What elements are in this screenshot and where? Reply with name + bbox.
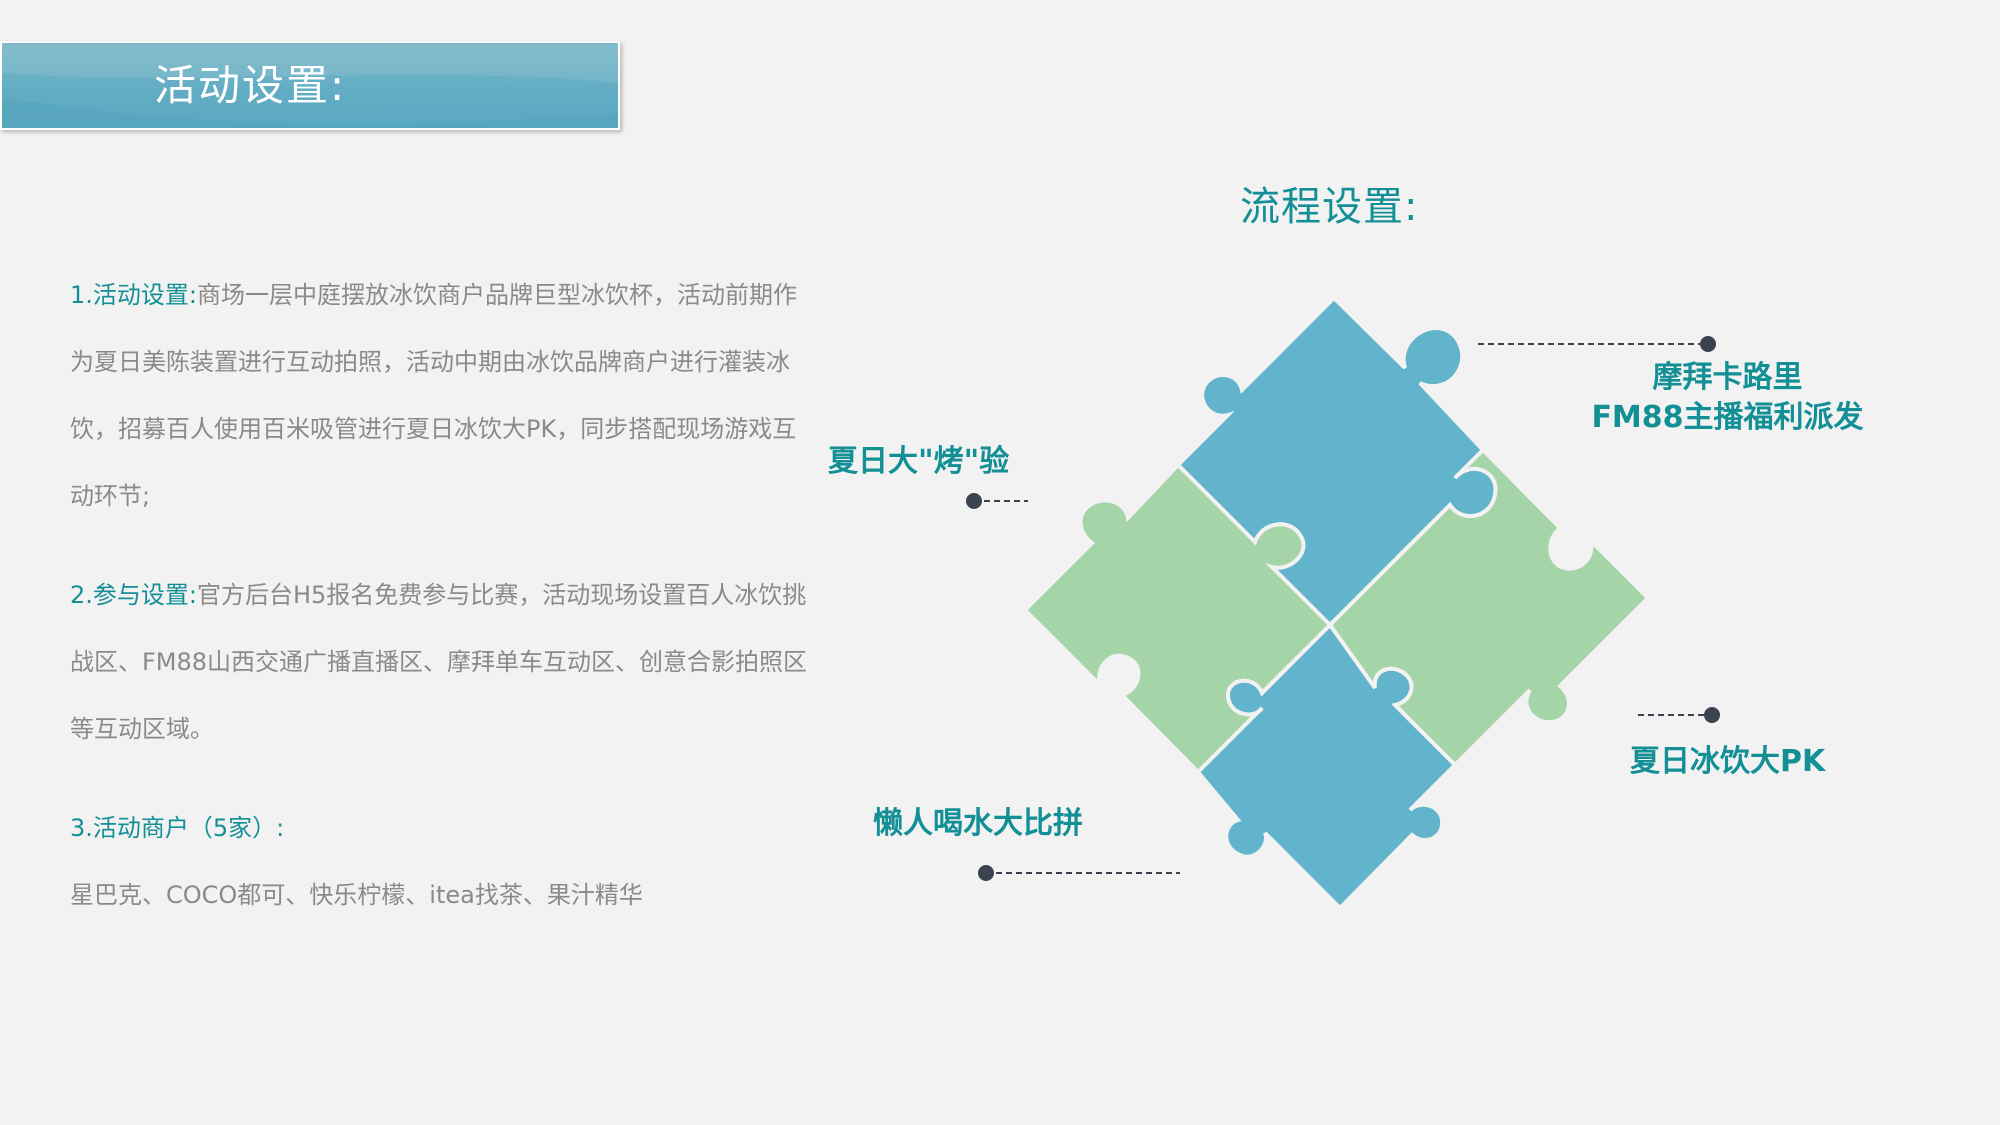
process-label-fm88: FM88主播福利派发	[1591, 400, 1864, 435]
activity-setting-text: 商场一层中庭摆放冰饮商户品牌巨型冰饮杯，活动前期作为夏日美陈装置进行互动拍照，活…	[70, 281, 797, 510]
activity-setting-lead: 1.活动设置:	[70, 281, 197, 309]
connector-dot-bottom	[978, 865, 994, 881]
banner-wave-decoration	[2, 43, 618, 128]
participation-setting-text: 官方后台H5报名免费参与比赛，活动现场设置百人冰饮挑战区、FM88山西交通广播直…	[70, 581, 808, 743]
process-title: 流程设置:	[1240, 184, 1419, 230]
participation-setting-lead: 2.参与设置:	[70, 581, 197, 609]
header-banner: 活动设置:	[0, 41, 620, 130]
puzzle-graphic	[1022, 295, 1651, 911]
process-label-summer-test: 夏日大"烤"验	[828, 444, 1010, 479]
connector-dot-right	[1704, 707, 1720, 723]
connector-dot-top-right	[1700, 336, 1716, 352]
participation-setting-paragraph: 2.参与设置:官方后台H5报名免费参与比赛，活动现场设置百人冰饮挑战区、FM88…	[70, 562, 810, 763]
merchants-list: 星巴克、COCO都可、快乐柠檬、itea找茶、果汁精华	[70, 881, 643, 909]
process-label-mobike: 摩拜卡路里	[1652, 360, 1803, 395]
merchants-lead: 3.活动商户（5家）:	[70, 814, 285, 842]
puzzle-piece-bottom	[1195, 621, 1458, 911]
process-label-water-contest: 懒人喝水大比拼	[873, 806, 1083, 841]
connector-dot-left	[966, 493, 982, 509]
page-title: 活动设置:	[154, 61, 347, 110]
activity-setting-paragraph: 1.活动设置:商场一层中庭摆放冰饮商户品牌巨型冰饮杯，活动前期作为夏日美陈装置进…	[70, 262, 810, 530]
process-label-drink-pk: 夏日冰饮大PK	[1630, 744, 1826, 779]
